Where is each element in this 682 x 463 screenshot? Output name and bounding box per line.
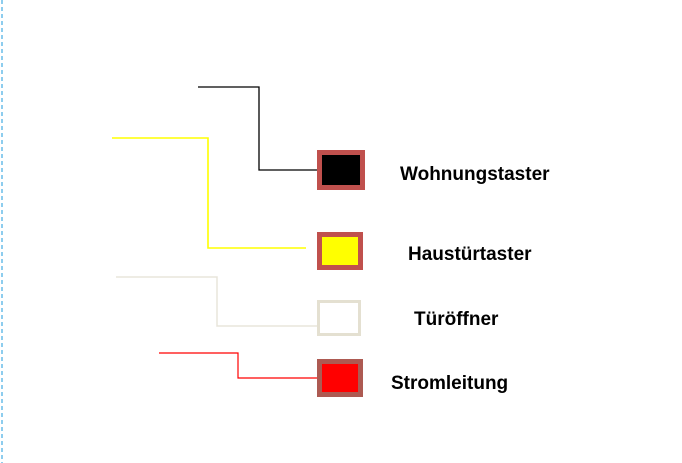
swatch-stromleitung[interactable] bbox=[317, 359, 363, 397]
legend-label-tueroeffner: Türöffner bbox=[414, 309, 499, 330]
legend-label-stromleitung: Stromleitung bbox=[391, 373, 509, 394]
swatch-tueroeffner[interactable] bbox=[317, 300, 361, 336]
swatch-haustuertaster[interactable] bbox=[317, 232, 363, 270]
swatch-wohnungstaster[interactable] bbox=[317, 150, 365, 190]
legend-label-wohnungstaster: Wohnungstaster bbox=[400, 164, 550, 185]
wire-haustuertaster[interactable] bbox=[112, 137, 306, 249]
wire-wohnungstaster[interactable] bbox=[198, 86, 317, 171]
wire-stromleitung[interactable] bbox=[159, 352, 317, 379]
legend-label-haustuertaster: Haustürtaster bbox=[408, 244, 532, 265]
wire-tueroeffner[interactable] bbox=[116, 276, 317, 327]
